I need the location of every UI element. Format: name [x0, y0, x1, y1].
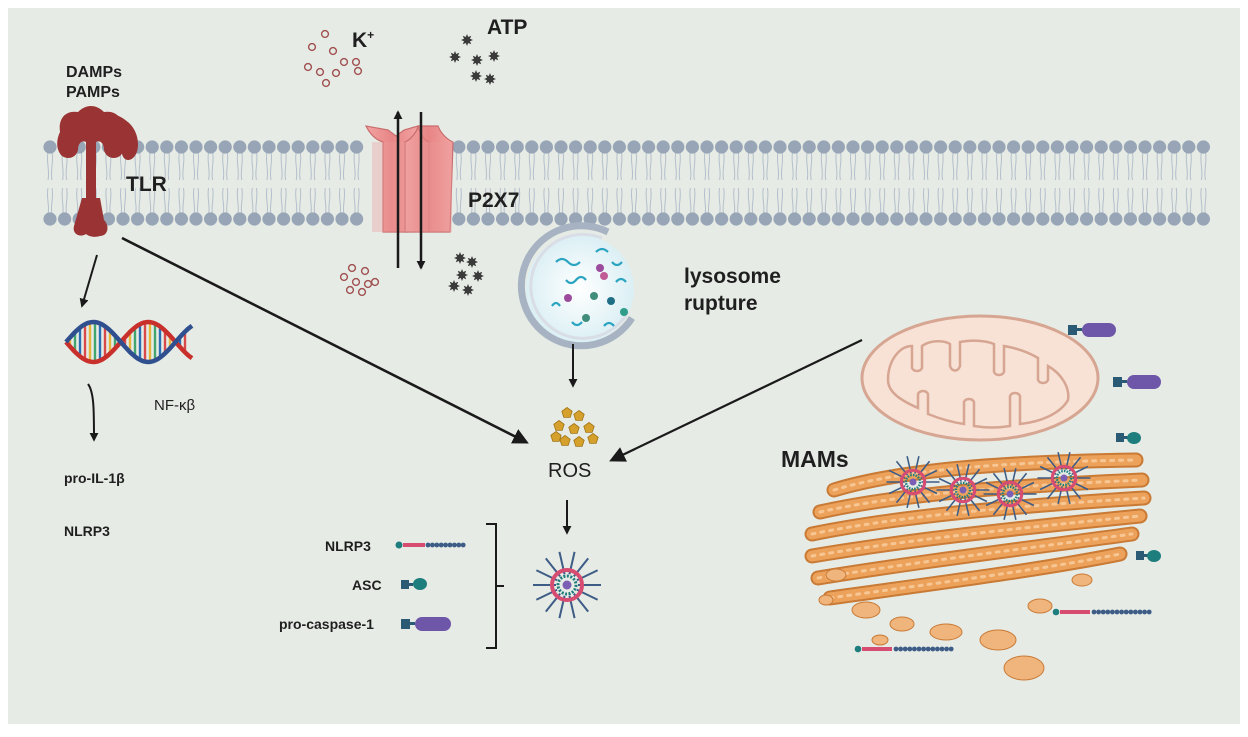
- nfkb-label: NF-κβ: [154, 397, 196, 414]
- p2x7-label: P2X7: [468, 189, 520, 212]
- legend-nlrp3-label: NLRP3: [325, 538, 371, 554]
- lysosome-icon: [517, 222, 635, 350]
- pamps-label: PAMPs: [66, 84, 120, 101]
- k-ion-label: K+: [352, 28, 374, 53]
- dna-helix-icon: [64, 319, 194, 365]
- ros-label: ROS: [548, 460, 592, 482]
- legend-procaspase-label: pro-caspase-1: [279, 616, 374, 632]
- asc-glyph-right-1: [1116, 432, 1141, 444]
- k-ion-superscript: +: [367, 28, 375, 42]
- lysosome-label: lysosome: [684, 265, 781, 288]
- lysosome-contents: [551, 247, 628, 327]
- rupture-label: rupture: [684, 292, 758, 315]
- nlrp3-glyph: [395, 541, 466, 549]
- components-bracket: [486, 523, 504, 649]
- asc-glyph-right-2: [1136, 550, 1161, 562]
- k-ions: [303, 29, 380, 297]
- tlr-label: TLR: [126, 173, 167, 196]
- atp-label: ATP: [487, 16, 528, 39]
- tlr-to-dna-arrow: [79, 254, 98, 308]
- atp-particles: [448, 34, 500, 296]
- mitochondrion-icon: [860, 314, 1100, 442]
- inflammasome-icon: [533, 551, 601, 619]
- nlrp3-left-label: NLRP3: [64, 523, 110, 539]
- tlr-receptor: [57, 106, 138, 237]
- k-ion-text: K: [352, 29, 368, 52]
- legend-asc-label: ASC: [352, 577, 382, 593]
- procaspase-glyph-1: [1068, 323, 1116, 337]
- tlr-to-ros-arrow: [121, 236, 529, 444]
- pro-il1b-label: pro-IL-1β: [64, 470, 125, 486]
- mams-to-ros-arrow: [609, 339, 863, 462]
- p2x7-channel: [364, 125, 454, 233]
- dna-to-protein-arrow: [87, 383, 99, 442]
- pro-caspase-1-glyph: [401, 617, 451, 631]
- ros-molecules: [550, 407, 599, 447]
- nlrp3-glyphs-right: [854, 608, 1152, 653]
- damps-label: DAMPs: [66, 64, 123, 81]
- asc-glyph: [401, 578, 427, 590]
- mam-inflammasomes: [886, 451, 1091, 521]
- mams-label: MAMs: [781, 446, 849, 472]
- procaspase-glyph-2: [1113, 375, 1161, 389]
